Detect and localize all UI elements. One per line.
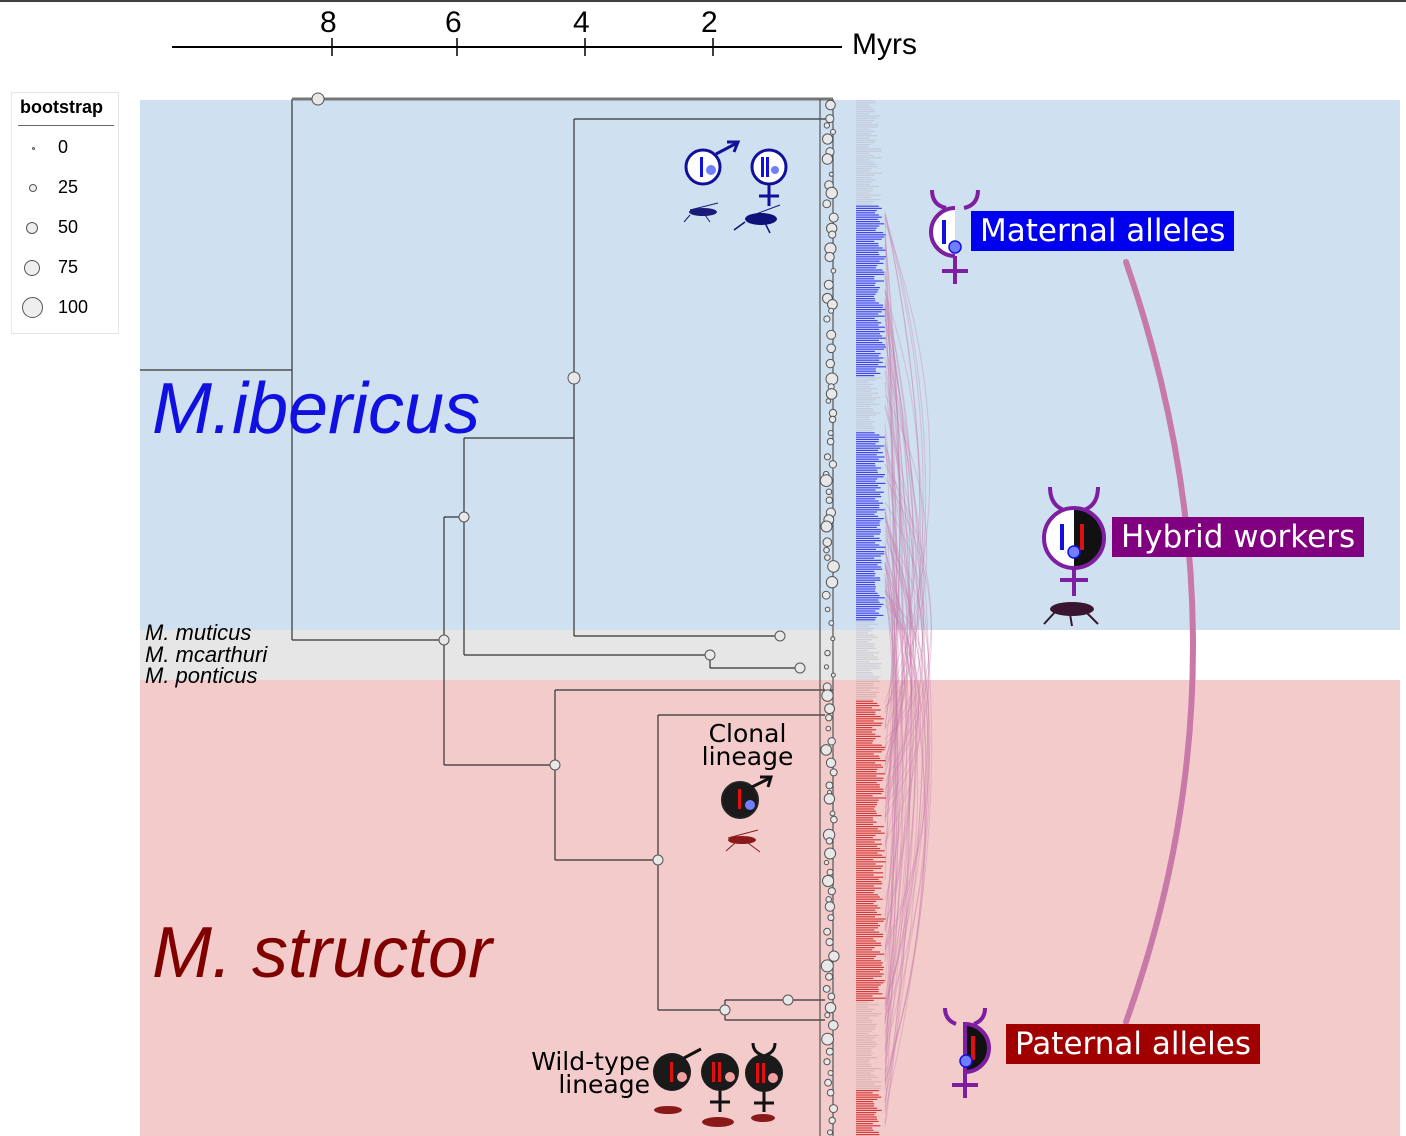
ibericus-male-female-icon: [684, 142, 786, 233]
hybrid-workers-tag: Hybrid workers: [1112, 517, 1364, 557]
wildtype-male-female-icons: [653, 1043, 783, 1127]
hybrid-worker-icon: [1044, 487, 1104, 626]
maternal-alleles-tag: Maternal alleles: [971, 211, 1234, 251]
clonal-male-icon: [722, 777, 771, 852]
paternal-alleles-tag: Paternal alleles: [1006, 1024, 1260, 1064]
paternal-allele-icon: [945, 1008, 989, 1098]
